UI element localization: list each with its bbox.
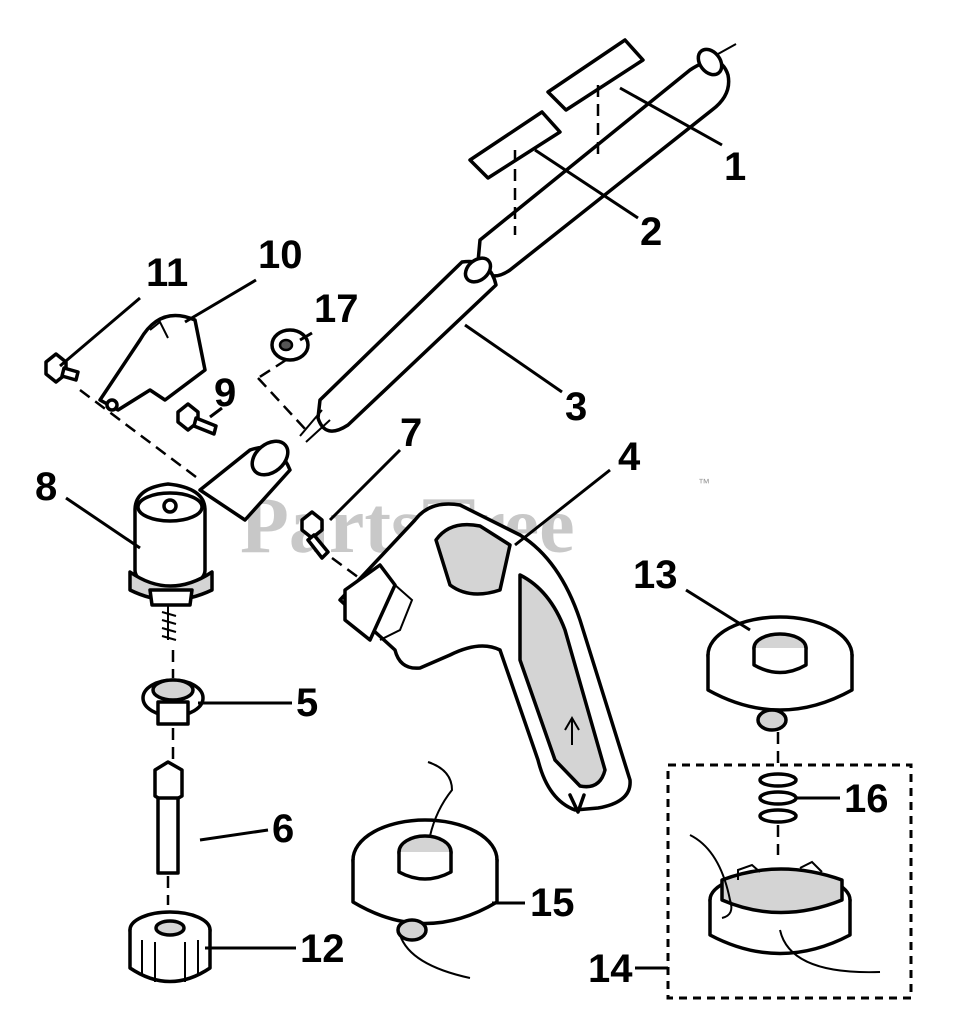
- callout-13: 13: [633, 553, 678, 597]
- spring-part-16[interactable]: [758, 772, 798, 855]
- leader-dash-7: [331, 556, 363, 582]
- gearbox-head-part-8[interactable]: [128, 434, 294, 641]
- inner-spool-part-14[interactable]: [689, 834, 881, 974]
- spool-cover-part-13[interactable]: [706, 615, 854, 732]
- knob-part-12[interactable]: [128, 910, 212, 984]
- lower-shaft-part-3[interactable]: [299, 253, 498, 443]
- bolt-part-6[interactable]: [153, 760, 184, 875]
- callout-1: 1: [724, 145, 746, 189]
- nut-part-5[interactable]: [141, 678, 205, 726]
- trademark-symbol: ™: [698, 476, 710, 490]
- shaft-label-part-2[interactable]: [468, 38, 645, 180]
- leader-dash-17b: [257, 377, 307, 431]
- spacer-part-17[interactable]: [270, 328, 310, 362]
- leader-lines: [59, 86, 840, 970]
- callout-15: 15: [530, 881, 575, 925]
- handle-part-4[interactable]: [338, 502, 632, 814]
- guard-bracket-part-10[interactable]: [98, 313, 207, 412]
- callout-14: 14: [588, 947, 633, 991]
- callout-3: 3: [565, 385, 587, 429]
- callout-16: 16: [844, 777, 889, 821]
- trimmer-head-part-15[interactable]: [351, 761, 499, 979]
- screw-part-7[interactable]: [300, 510, 330, 560]
- callout-6: 6: [272, 807, 294, 851]
- screw-part-9[interactable]: [176, 402, 218, 436]
- callout-17: 17: [314, 287, 359, 331]
- callout-11: 11: [146, 251, 188, 295]
- callout-4: 4: [618, 435, 641, 479]
- leader-dash-17a: [257, 358, 287, 380]
- screw-part-11[interactable]: [44, 352, 80, 384]
- callout-5: 5: [296, 681, 318, 725]
- callout-12: 12: [300, 927, 345, 971]
- callout-9: 9: [214, 371, 236, 415]
- leader-dash-11: [79, 389, 201, 481]
- callout-2: 2: [640, 210, 662, 254]
- callout-10: 10: [258, 233, 303, 277]
- callout-7: 7: [400, 411, 422, 455]
- callout-8: 8: [35, 465, 57, 509]
